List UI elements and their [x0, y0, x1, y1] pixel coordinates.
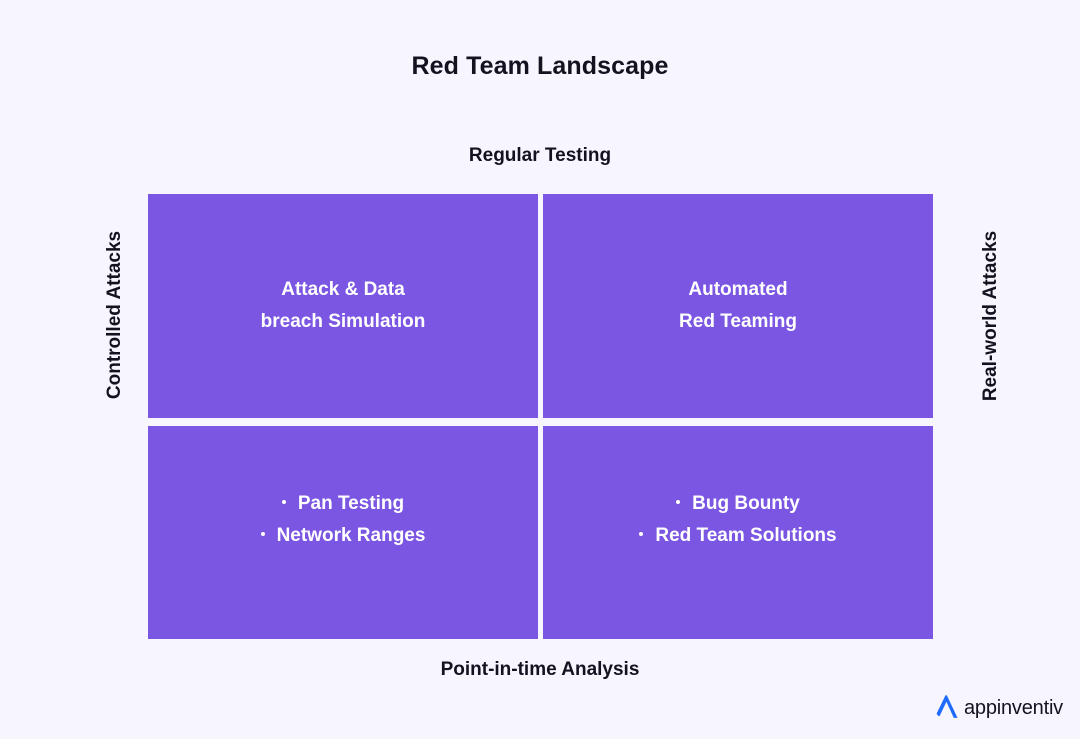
axis-label-right-text: Real-world Attacks	[980, 230, 1001, 402]
list-item-label: Red Team Solutions	[655, 525, 837, 546]
page-title: Red Team Landscape	[411, 52, 669, 80]
quadrant-top-left-line1: Attack & Data	[281, 279, 405, 300]
quadrant-top-left: Attack & Data breach Simulation	[148, 194, 538, 418]
appinventiv-arrow-icon	[936, 695, 958, 718]
list-item: Red Team Solutions	[639, 520, 837, 552]
quadrant-top-right-line2: Red Teaming	[679, 311, 797, 332]
list-item: Network Ranges	[260, 520, 426, 552]
list-item-label: Network Ranges	[276, 525, 426, 546]
quadrant-matrix: Attack & Data breach Simulation Automate…	[148, 194, 933, 639]
quadrant-top-left-text: Attack & Data breach Simulation	[261, 274, 426, 338]
quadrant-top-right: Automated Red Teaming	[543, 194, 933, 418]
list-item-label: Pan Testing	[297, 493, 405, 514]
bullet-dot-icon	[676, 499, 681, 504]
quadrant-bottom-right-list: Bug Bounty Red Team Solutions	[639, 488, 837, 552]
bullet-dot-icon	[281, 499, 286, 504]
axis-label-left-text: Controlled Attacks	[104, 230, 125, 400]
quadrant-bottom-left-list: Pan Testing Network Ranges	[260, 488, 426, 552]
bullet-dot-icon	[639, 531, 644, 536]
appinventiv-logo: appinventiv	[932, 692, 1063, 722]
bullet-dot-icon	[260, 531, 265, 536]
list-item: Bug Bounty	[639, 488, 836, 520]
axis-label-left: Controlled Attacks	[104, 231, 128, 399]
list-item-label: Bug Bounty	[692, 493, 800, 514]
axis-label-right: Real-world Attacks	[980, 231, 1004, 401]
quadrant-top-right-text: Automated Red Teaming	[679, 274, 797, 338]
axis-label-bottom: Point-in-time Analysis	[440, 659, 640, 680]
list-item: Pan Testing	[261, 488, 426, 520]
quadrant-bottom-right: Bug Bounty Red Team Solutions	[543, 426, 933, 639]
quadrant-bottom-left: Pan Testing Network Ranges	[148, 426, 538, 639]
quadrant-top-right-line1: Automated	[688, 279, 788, 300]
axis-label-top: Regular Testing	[468, 145, 612, 166]
quadrant-top-left-line2: breach Simulation	[260, 311, 426, 332]
logo-wordmark: appinventiv	[964, 697, 1063, 719]
